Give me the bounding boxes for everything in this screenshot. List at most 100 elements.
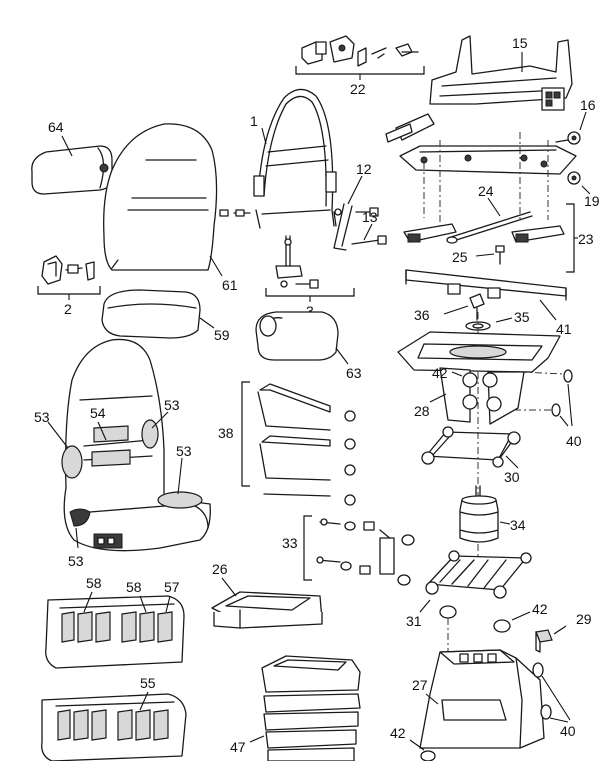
leader-25 [475, 253, 495, 257]
callout-31: 31 [406, 613, 422, 629]
part-41-cross-bar [405, 269, 567, 301]
part-15-seat-frame [429, 35, 573, 111]
part-12-linkage [333, 203, 379, 251]
leader-53-seat [177, 457, 183, 495]
bracket-2 [37, 286, 101, 295]
part-28-upper-housing [397, 331, 561, 425]
callout-27: 27 [412, 677, 428, 693]
callout-34: 34 [510, 517, 526, 533]
frame-bolts-left [219, 209, 251, 217]
leader-28 [429, 393, 447, 403]
leader-41 [539, 299, 557, 321]
part-13-bolt [351, 235, 387, 245]
part-61-backrest-cushion [103, 123, 218, 271]
leader-42-upper [451, 371, 463, 377]
slide-rails [403, 211, 565, 244]
callout-40-upper: 40 [566, 433, 582, 449]
leader-13 [363, 223, 373, 241]
callout-28: 28 [414, 403, 430, 419]
part-38-spring-links [257, 383, 356, 506]
callout-55: 55 [140, 675, 156, 691]
leader-63 [335, 347, 349, 365]
bracket-33 [303, 515, 312, 581]
leader-35 [495, 317, 513, 323]
alignment-lines-upper [423, 132, 549, 230]
bracket-22 [295, 66, 425, 75]
leader-36 [443, 305, 469, 315]
callout-53-left: 53 [34, 409, 50, 425]
leader-55 [139, 691, 149, 711]
callout-54: 54 [90, 405, 106, 421]
leader-58-a [83, 591, 93, 613]
leader-42-mid [511, 611, 531, 621]
part-47-bellows [261, 655, 361, 761]
callout-23: 23 [578, 231, 594, 247]
callout-57: 57 [164, 579, 180, 595]
callout-58-b: 58 [126, 579, 142, 595]
callout-22: 22 [350, 81, 366, 97]
callout-29: 29 [576, 611, 592, 627]
leader-53-right [151, 411, 169, 429]
leader-59 [199, 317, 215, 329]
callout-41: 41 [556, 321, 572, 337]
switch-panel-upper [45, 595, 185, 669]
part-22-hardware-set [301, 35, 419, 67]
leader-64 [61, 135, 73, 157]
part-40-bushings-upper [551, 369, 573, 417]
alignment-lines-40 [514, 371, 565, 411]
callout-24: 24 [478, 183, 494, 199]
callout-53-right: 53 [164, 397, 180, 413]
assembled-seat [61, 338, 211, 552]
callout-53-bottom: 53 [68, 553, 84, 569]
part-64-armrest-pad [31, 145, 113, 195]
part-33-shock-hardware [316, 518, 415, 586]
callout-12: 12 [356, 161, 372, 177]
part-36-bolt [469, 293, 485, 321]
callout-42-mid: 42 [532, 601, 548, 617]
leader-57 [165, 595, 171, 613]
callout-15: 15 [512, 35, 528, 51]
part-19-washer [567, 171, 581, 185]
leader-26 [221, 577, 237, 597]
part-16-washer [555, 131, 581, 145]
leader-34 [499, 521, 511, 525]
callout-63: 63 [346, 365, 362, 381]
callout-3: 3 [306, 303, 314, 319]
part-29-block [535, 629, 553, 653]
leader-42-lower [409, 739, 425, 751]
bracket-23 [566, 203, 575, 273]
callout-61: 61 [222, 277, 238, 293]
leader-30 [505, 455, 519, 469]
part-34-air-spring [459, 485, 499, 543]
callout-2: 2 [64, 301, 72, 317]
leader-54 [97, 421, 107, 441]
leader-12 [347, 175, 363, 205]
leader-16 [579, 111, 587, 131]
part-26-tray [211, 591, 323, 629]
seat-slide-plate [385, 113, 577, 175]
part-1-backrest-frame [253, 88, 337, 229]
part-2-knob-assembly [41, 255, 95, 285]
part-59-seat-cushion [101, 289, 201, 339]
leader-58-b [139, 595, 147, 613]
callout-35: 35 [514, 309, 530, 325]
leader-19 [581, 185, 591, 195]
part-30-link-arm [421, 426, 521, 468]
callout-42-upper: 42 [432, 365, 448, 381]
leader-40-lower [541, 675, 571, 723]
callout-40-lower: 40 [560, 723, 576, 739]
part-42-bushings-lower [420, 750, 436, 761]
leader-27 [425, 693, 439, 705]
callout-58-a: 58 [86, 575, 102, 591]
callout-42-lower: 42 [390, 725, 406, 741]
leader-53-left [47, 421, 69, 449]
leader-61 [209, 255, 223, 277]
callout-16: 16 [580, 97, 596, 113]
callout-13: 13 [362, 209, 378, 225]
leader-31 [419, 599, 431, 613]
leader-1 [261, 127, 267, 145]
callout-53-seat: 53 [176, 443, 192, 459]
callout-33: 33 [282, 535, 298, 551]
leader-40-upper [559, 383, 573, 427]
part-25-pin [495, 245, 505, 265]
